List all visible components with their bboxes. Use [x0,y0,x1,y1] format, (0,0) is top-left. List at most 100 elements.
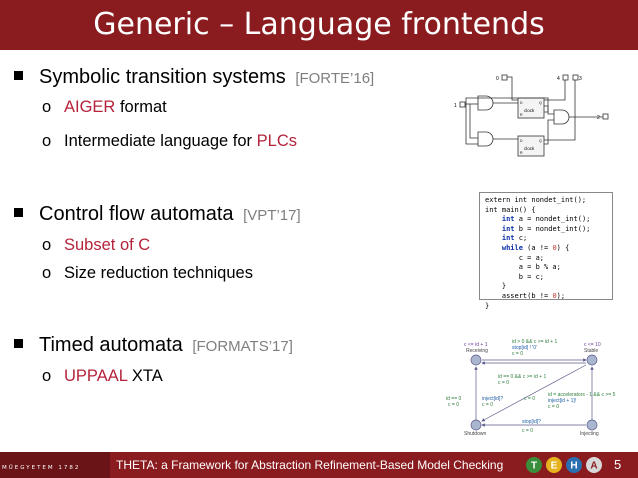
edge-reset: c = 0 [548,404,559,410]
highlight-text: PLCs [256,132,297,150]
code-indent [485,225,502,233]
square-bullet-icon [14,71,23,81]
title-bar [0,0,638,50]
citation-ref: [FORMATS’17] [192,338,293,355]
code-line: a = b % a; [485,263,561,272]
code-keyword: while [501,243,523,252]
output-label-2: 2 [597,115,600,121]
edge-sync: stop[id]? [522,419,541,425]
sub-bullet-plc: o Intermediate language for PLCs [42,132,297,151]
edge-guard: id == 0 && c >= id + 1 [498,374,546,380]
code-line: extern int nondet_int(); [485,196,587,204]
edge-sync: inject[id]? [482,396,503,402]
input-label-4: 4 [557,76,560,82]
edge-reset: c = 0 [482,402,493,408]
code-line: (a != [522,243,553,252]
bullet-label: Control flow automata [39,203,234,225]
stable-label: Stable [584,348,598,354]
shutdown-reset: c = 0 [448,402,459,408]
code-keyword: int [501,234,515,243]
code-line: c = a; [485,253,545,262]
circle-bullet-icon: o [42,132,52,150]
shutdown-guard: id == 0 [446,396,462,402]
page-number: 5 [614,457,622,472]
code-indent [485,215,502,223]
receiving-label: Receiving [466,348,488,354]
bullet-symbolic-transition-systems: Symbolic transition systems [FORTE’16] [14,66,374,89]
circle-bullet-icon: o [42,98,52,116]
theta-letter: E [551,461,558,472]
code-number: 0 [552,243,557,252]
flip-flop-1-label: clock [524,108,535,113]
shutdown-label: Shutdown [464,431,486,437]
slide-title: Generic – Language frontends [93,7,545,42]
theta-letter: T [531,461,537,472]
edge-guard: id > 0 && c >= id + 1 [512,339,558,345]
citation-ref: [VPT’17] [243,207,301,224]
sub-bullet-size-reduction: o Size reduction techniques [42,264,253,283]
citation-ref: [FORTE’16] [295,70,375,87]
code-line: b = c; [485,272,545,281]
edge-reset: c = 0 [524,396,535,402]
sub-bullet-text: XTA [127,367,163,385]
sub-bullet-text: Size reduction techniques [64,264,253,282]
square-bullet-icon [14,339,23,349]
and-gate-3 [553,109,570,125]
code-line: ); [556,291,566,300]
edge-reset: c = 0 [498,380,509,386]
ff2-d-pin: D [520,139,523,143]
code-keyword: int [501,224,515,233]
sub-bullet-text: Intermediate language for [64,132,257,150]
ff1-r-pin: R [520,113,523,117]
highlight-text: UPPAAL [64,367,128,385]
code-line: c; [514,234,528,243]
bullet-control-flow-automata: Control flow automata [VPT’17] [14,203,301,226]
circle-bullet-icon: o [42,264,52,282]
stable-invariant: c <= 10 [584,342,601,348]
square-bullet-icon [14,208,23,218]
university-logo-text: MŰEGYETEM 1782 [2,465,81,471]
code-indent [485,244,502,252]
and-gate-2 [477,131,494,147]
flip-flop-2-label: clock [524,146,535,151]
c-code-listing: extern int nondet_int(); int main() { in… [479,192,613,310]
ff2-q-pin: Q [539,139,542,143]
ff2-r-pin: R [520,151,523,155]
university-logo [0,452,110,478]
code-line: assert(b != [485,291,553,300]
sub-bullet-aiger: o AIGER format [42,98,167,117]
highlight-text: Subset of C [64,236,151,254]
timed-automaton-diagram: c <= id + 1 Receiving c <= 10 Stable id … [446,339,616,437]
state-injecting [586,419,598,431]
code-line: a = nondet_int(); [514,215,591,224]
code-number: 0 [552,291,557,300]
code-keyword: int [501,215,515,224]
input-label-3: 3 [579,76,582,82]
and-gate-1 [477,95,494,111]
sub-bullet-uppaal: o UPPAAL XTA [42,367,163,386]
sub-bullet-text: format [115,98,167,116]
edge-reset: c = 0 [512,351,523,357]
code-line: ) { [556,243,570,252]
edge-guard: id = accelerators - 1 && c >= 5 [548,392,616,398]
code-line: } [485,282,507,291]
state-receiving [470,354,482,366]
bullet-label: Symbolic transition systems [39,66,286,88]
footer-title: THETA: a Framework for Abstraction Refin… [116,458,504,472]
edge-reset: c = 0 [522,428,533,434]
injecting-label: Injecting [580,431,599,437]
theta-letter: H [570,461,577,472]
code-line: int main() { [485,205,536,214]
bullet-timed-automata: Timed automata [FORMATS’17] [14,334,293,357]
highlight-text: AIGER [64,98,116,116]
ff1-q-pin: Q [539,101,542,105]
circle-bullet-icon: o [42,367,52,385]
edge-sync: inject[id + 1]! [548,398,576,404]
theta-letter: A [590,461,597,472]
receiving-invariant: c <= id + 1 [464,342,488,348]
edge-sync: stop[id] ! '0' [512,345,537,351]
state-shutdown [470,419,482,431]
code-line: } [485,301,490,310]
input-port-1 [459,101,466,108]
